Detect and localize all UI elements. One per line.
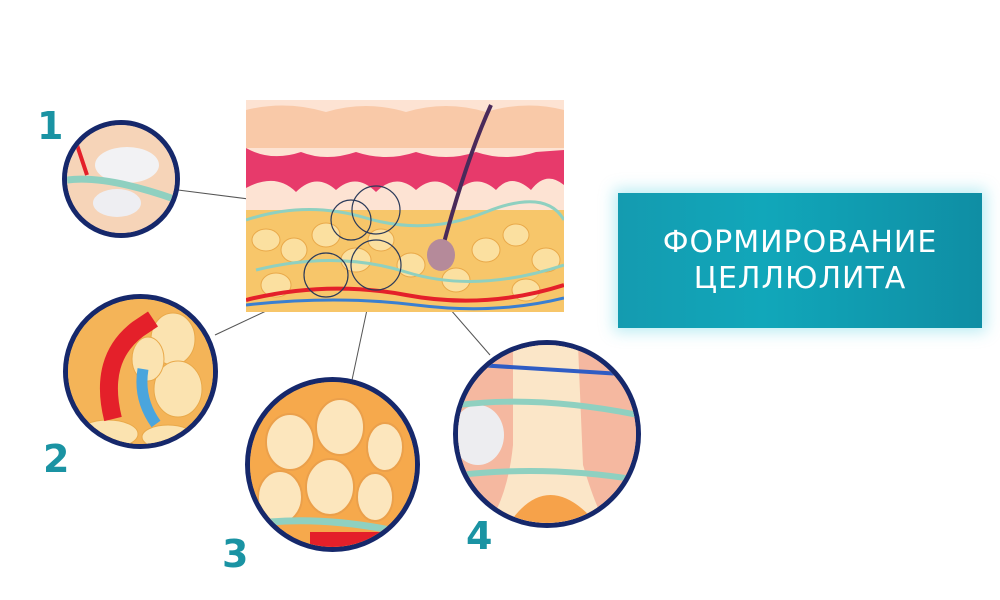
skin-cross-section [246,100,564,312]
label-number-1: 1 [37,104,64,148]
title-line-2: ЦЕЛЛЮЛИТА [693,260,907,296]
callout-circle-4-septa [453,340,641,528]
title-banner: ФОРМИРОВАНИЕ ЦЕЛЛЮЛИТА [618,193,982,328]
label-number-4: 4 [466,514,493,558]
label-number-3: 3 [222,532,249,576]
label-number-2: 2 [43,437,70,481]
callout-circle-1-lymph [62,120,180,238]
callout-circle-2-vessels [63,294,218,449]
callout-circle-3-fat-cells [245,377,420,552]
title-line-1: ФОРМИРОВАНИЕ [662,224,938,260]
